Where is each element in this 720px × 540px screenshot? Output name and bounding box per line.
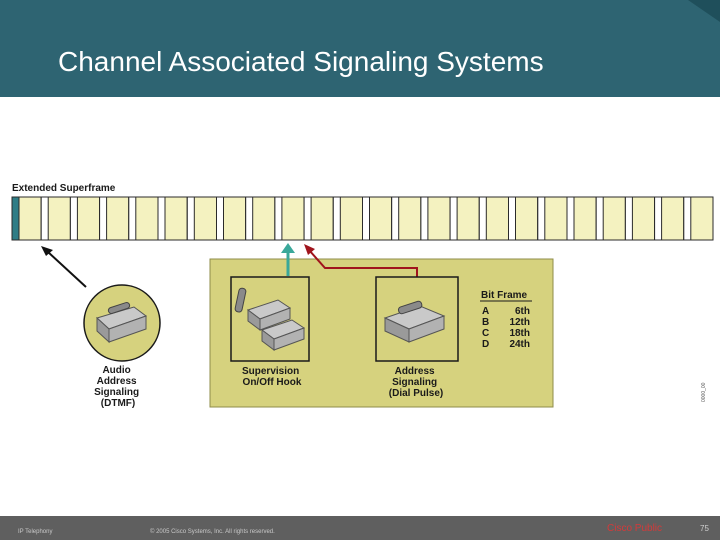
- bit-frame-value: 12th: [509, 317, 530, 328]
- footer-copyright: © 2005 Cisco Systems, Inc. All rights re…: [150, 529, 275, 535]
- supervision-label-line: On/Off Hook: [243, 377, 302, 388]
- framing-bit: [478, 196, 487, 241]
- supervision-arrow: [281, 243, 295, 276]
- framing-bit: [624, 196, 633, 241]
- bit-frame-value: 18th: [509, 328, 530, 339]
- framing-bit: [99, 196, 108, 241]
- slide-header: Channel Associated Signaling Systems: [0, 0, 720, 97]
- framing-bit: [245, 196, 254, 241]
- bit-frame-value: 6th: [515, 306, 530, 317]
- signaling-diagram: Extended Superframe: [11, 183, 714, 409]
- side-id: 0000_00: [701, 382, 707, 402]
- framing-bit: [69, 196, 78, 241]
- dial-pulse-label-line: Signaling: [392, 377, 437, 388]
- slide-footer: IP Telephony © 2005 Cisco Systems, Inc. …: [0, 516, 720, 540]
- phone-offhook-icon: [230, 276, 310, 362]
- footer-page-number: 75: [700, 524, 709, 533]
- framing-bit: [157, 196, 166, 241]
- framing-bit: [186, 196, 195, 241]
- framing-bit: [391, 196, 400, 241]
- dial-pulse-label-line: (Dial Pulse): [389, 388, 443, 399]
- footer-course: IP Telephony: [18, 529, 53, 535]
- bit-label: D: [482, 339, 489, 350]
- superframe-label: Extended Superframe: [12, 183, 116, 194]
- framing-bit: [508, 196, 516, 241]
- framing-bit: [420, 196, 429, 241]
- framing-bit: [216, 196, 224, 241]
- framing-bit: [362, 196, 370, 241]
- bit-frame-value: 24th: [509, 339, 530, 350]
- dtmf-label-line: Address: [97, 376, 137, 387]
- dtmf-label-line: (DTMF): [101, 398, 135, 409]
- bit-label: C: [482, 328, 489, 339]
- supervision-label-line: Supervision: [242, 366, 299, 377]
- superframe-slots: [11, 196, 714, 241]
- phone-dtmf-icon: [83, 284, 161, 362]
- framing-bit: [128, 196, 137, 241]
- dtmf-arrow: [41, 246, 87, 288]
- framing-bit: [303, 196, 312, 241]
- bit-label: B: [482, 317, 489, 328]
- framing-bit: [274, 196, 283, 241]
- framing-bit: [332, 196, 341, 241]
- dtmf-label-line: Signaling: [94, 387, 139, 398]
- phone-dialpulse-icon: [375, 276, 459, 362]
- corner-mark: [688, 0, 720, 22]
- slide-title: Channel Associated Signaling Systems: [58, 46, 544, 77]
- dial-pulse-label-line: Address: [395, 366, 435, 377]
- framing-bit: [654, 196, 663, 241]
- framing-bit: [566, 196, 575, 241]
- framing-bit: [683, 196, 692, 241]
- dial-pulse-label: Address Signaling (Dial Pulse): [389, 366, 443, 399]
- bit-frame-table: Bit Frame A 6th B 12th C 18th D 24th: [480, 290, 532, 350]
- supervision-label: Supervision On/Off Hook: [242, 366, 302, 388]
- dtmf-label-line: Audio: [102, 365, 130, 376]
- framing-bit: [11, 196, 20, 241]
- framing-bit: [595, 196, 604, 241]
- bit-frame-heading: Bit Frame: [481, 290, 528, 301]
- dtmf-label: Audio Address Signaling (DTMF): [94, 365, 142, 409]
- framing-bit: [449, 196, 458, 241]
- bit-label: A: [482, 306, 489, 317]
- framing-bit: [537, 196, 546, 241]
- footer-classification: Cisco Public: [607, 523, 663, 534]
- dial-pulse-arrow: [304, 244, 418, 278]
- framing-bit: [40, 196, 49, 241]
